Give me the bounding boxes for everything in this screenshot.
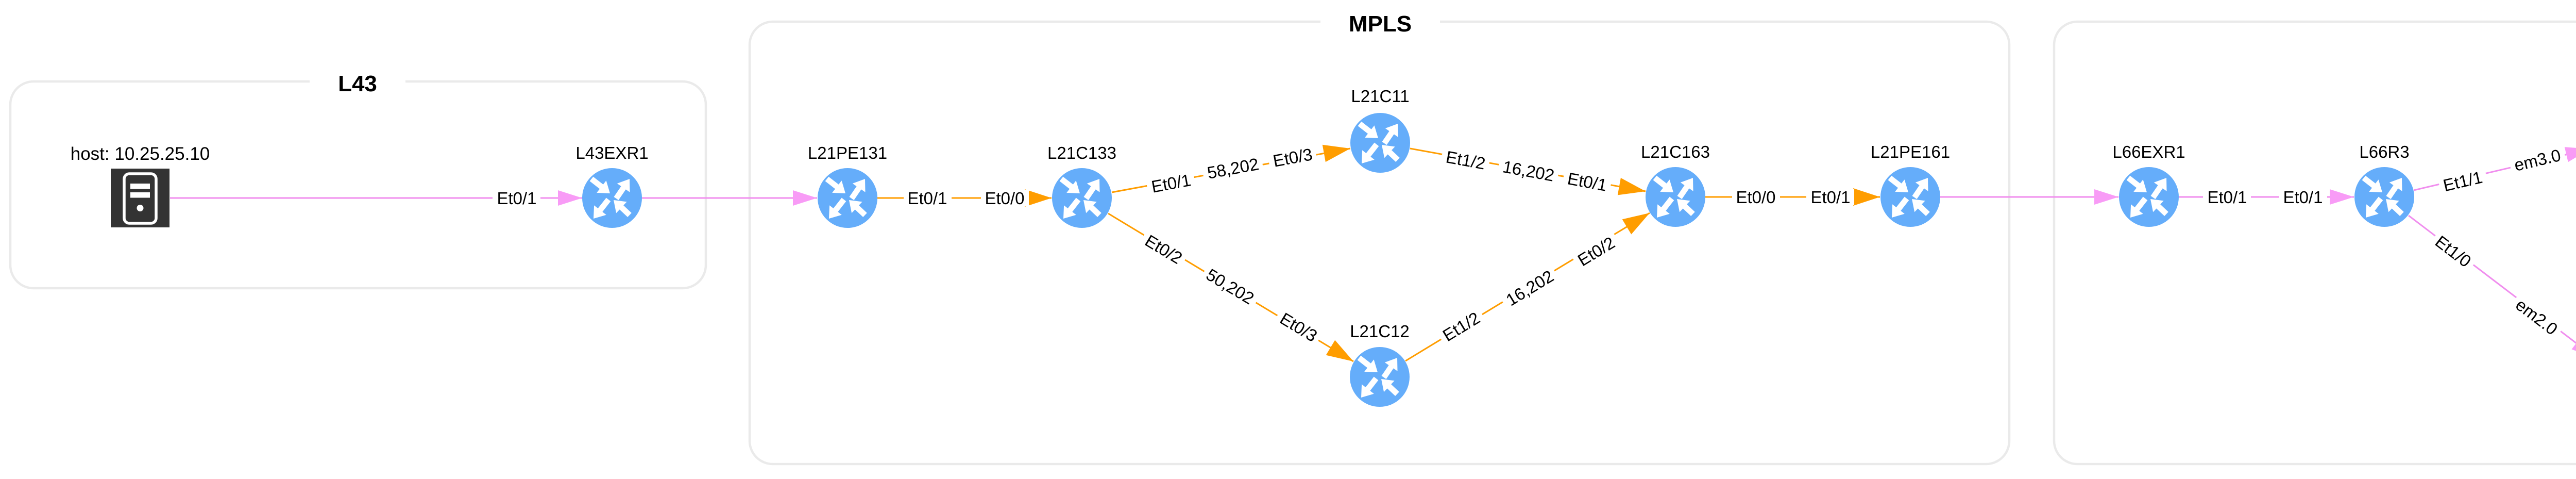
svg-text:Et0/1: Et0/1 <box>1810 188 1850 207</box>
svg-text:L21C133: L21C133 <box>1047 143 1116 162</box>
svg-text:Et0/1: Et0/1 <box>907 189 947 208</box>
svg-text:L66R3: L66R3 <box>2359 142 2409 161</box>
svg-text:L21PE161: L21PE161 <box>1871 142 1950 161</box>
svg-text:L21C12: L21C12 <box>1350 322 1410 341</box>
svg-text:L66EXR1: L66EXR1 <box>2112 142 2185 161</box>
svg-text:host: 10.25.25.10: host: 10.25.25.10 <box>71 144 210 164</box>
svg-text:L21PE131: L21PE131 <box>808 143 887 162</box>
svg-text:Et0/1: Et0/1 <box>2207 188 2247 207</box>
svg-text:L21C11: L21C11 <box>1351 87 1409 106</box>
svg-text:L43: L43 <box>338 71 377 96</box>
svg-text:L21C163: L21C163 <box>1641 142 1710 161</box>
svg-text:Et0/1: Et0/1 <box>497 189 536 208</box>
svg-text:Et0/0: Et0/0 <box>985 189 1024 208</box>
svg-text:MPLS: MPLS <box>1349 11 1412 37</box>
svg-text:Et0/1: Et0/1 <box>2283 188 2323 207</box>
svg-text:Et0/0: Et0/0 <box>1736 188 1775 207</box>
svg-text:L43EXR1: L43EXR1 <box>575 143 648 162</box>
